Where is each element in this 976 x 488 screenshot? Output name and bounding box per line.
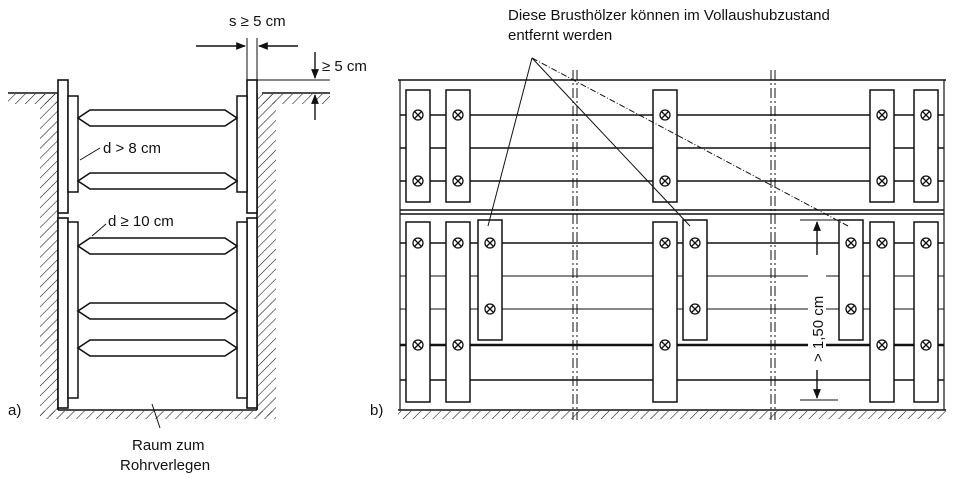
b-waler-7	[445, 221, 471, 403]
trench-bottom-hatch	[40, 411, 276, 419]
b-bolt-group	[412, 109, 932, 351]
b-waler-8	[652, 221, 678, 403]
spacing-label: > 1,50 cm	[810, 296, 827, 362]
space-label-line1: Raum zum	[132, 437, 205, 454]
left-upper-waler	[67, 95, 79, 193]
bolt-icon	[689, 303, 701, 315]
space-leader	[151, 403, 161, 429]
bolt-icon	[845, 237, 857, 249]
right-upper-waler	[236, 95, 248, 193]
bolt-icon	[412, 109, 424, 121]
panel-a: s ≥ 5 cm ≥ 5 cm d > 8 cm d ≥ 10 cm Raum …	[8, 13, 367, 474]
bolt-icon	[845, 303, 857, 315]
left-lower-waler	[67, 221, 79, 399]
bolt-icon	[452, 339, 464, 351]
bolt-icon	[876, 175, 888, 187]
right-wall-soil	[258, 94, 276, 416]
strut-upper-leader	[79, 147, 101, 161]
strut-4	[76, 302, 239, 320]
bolt-icon	[452, 109, 464, 121]
right-lower-waler	[236, 221, 248, 399]
note-leader-1	[487, 57, 533, 227]
left-wall-soil	[40, 94, 58, 416]
bolt-icon	[412, 175, 424, 187]
ground-right-hatch	[262, 94, 330, 104]
bolt-icon	[452, 237, 464, 249]
bolt-icon	[920, 339, 932, 351]
strut-lower-leader	[91, 223, 107, 237]
bolt-icon	[659, 237, 671, 249]
protrusion-label: ≥ 5 cm	[322, 58, 367, 75]
bolt-icon	[484, 237, 496, 249]
strut-5	[76, 339, 239, 357]
space-label-line2: Rohrverlegen	[120, 457, 210, 474]
right-lower-plank	[246, 217, 258, 409]
left-upper-plank	[57, 79, 69, 214]
strut-1	[76, 109, 239, 127]
bolt-icon	[659, 109, 671, 121]
bolt-icon	[659, 339, 671, 351]
bolt-icon	[920, 109, 932, 121]
right-upper-plank	[246, 79, 258, 214]
bolt-icon	[876, 339, 888, 351]
bolt-icon	[920, 175, 932, 187]
gap-label: s ≥ 5 cm	[229, 13, 286, 30]
bolt-icon	[484, 303, 496, 315]
strut-3	[76, 237, 239, 255]
bolt-icon	[659, 175, 671, 187]
bolt-icon	[412, 237, 424, 249]
ground-left-hatch	[8, 94, 58, 104]
b-waler-9	[869, 221, 895, 403]
bolt-icon	[876, 109, 888, 121]
b-waler-10	[913, 221, 939, 403]
note-leader-3	[531, 57, 849, 227]
note-leader-2	[531, 57, 691, 227]
panel-a-label: a)	[8, 402, 21, 419]
bolt-icon	[876, 237, 888, 249]
panel-b-label: b)	[370, 402, 383, 419]
left-lower-plank	[57, 217, 69, 409]
bolt-icon	[452, 175, 464, 187]
strut-2	[76, 172, 239, 190]
bolt-icon	[689, 237, 701, 249]
b-bottom-hatch	[398, 411, 946, 419]
strut-upper-label: d > 8 cm	[103, 140, 161, 157]
panel-b: > 1,50 cm Diese Brusthölzer können im Vo…	[370, 7, 946, 420]
note-line-2: entfernt werden	[508, 27, 612, 44]
note-line-1: Diese Brusthölzer können im Vollaushubzu…	[508, 7, 830, 24]
strut-lower-label: d ≥ 10 cm	[108, 213, 174, 230]
spacing-label-bg	[808, 258, 826, 364]
bolt-icon	[920, 237, 932, 249]
b-waler-6	[405, 221, 431, 403]
bolt-icon	[412, 339, 424, 351]
